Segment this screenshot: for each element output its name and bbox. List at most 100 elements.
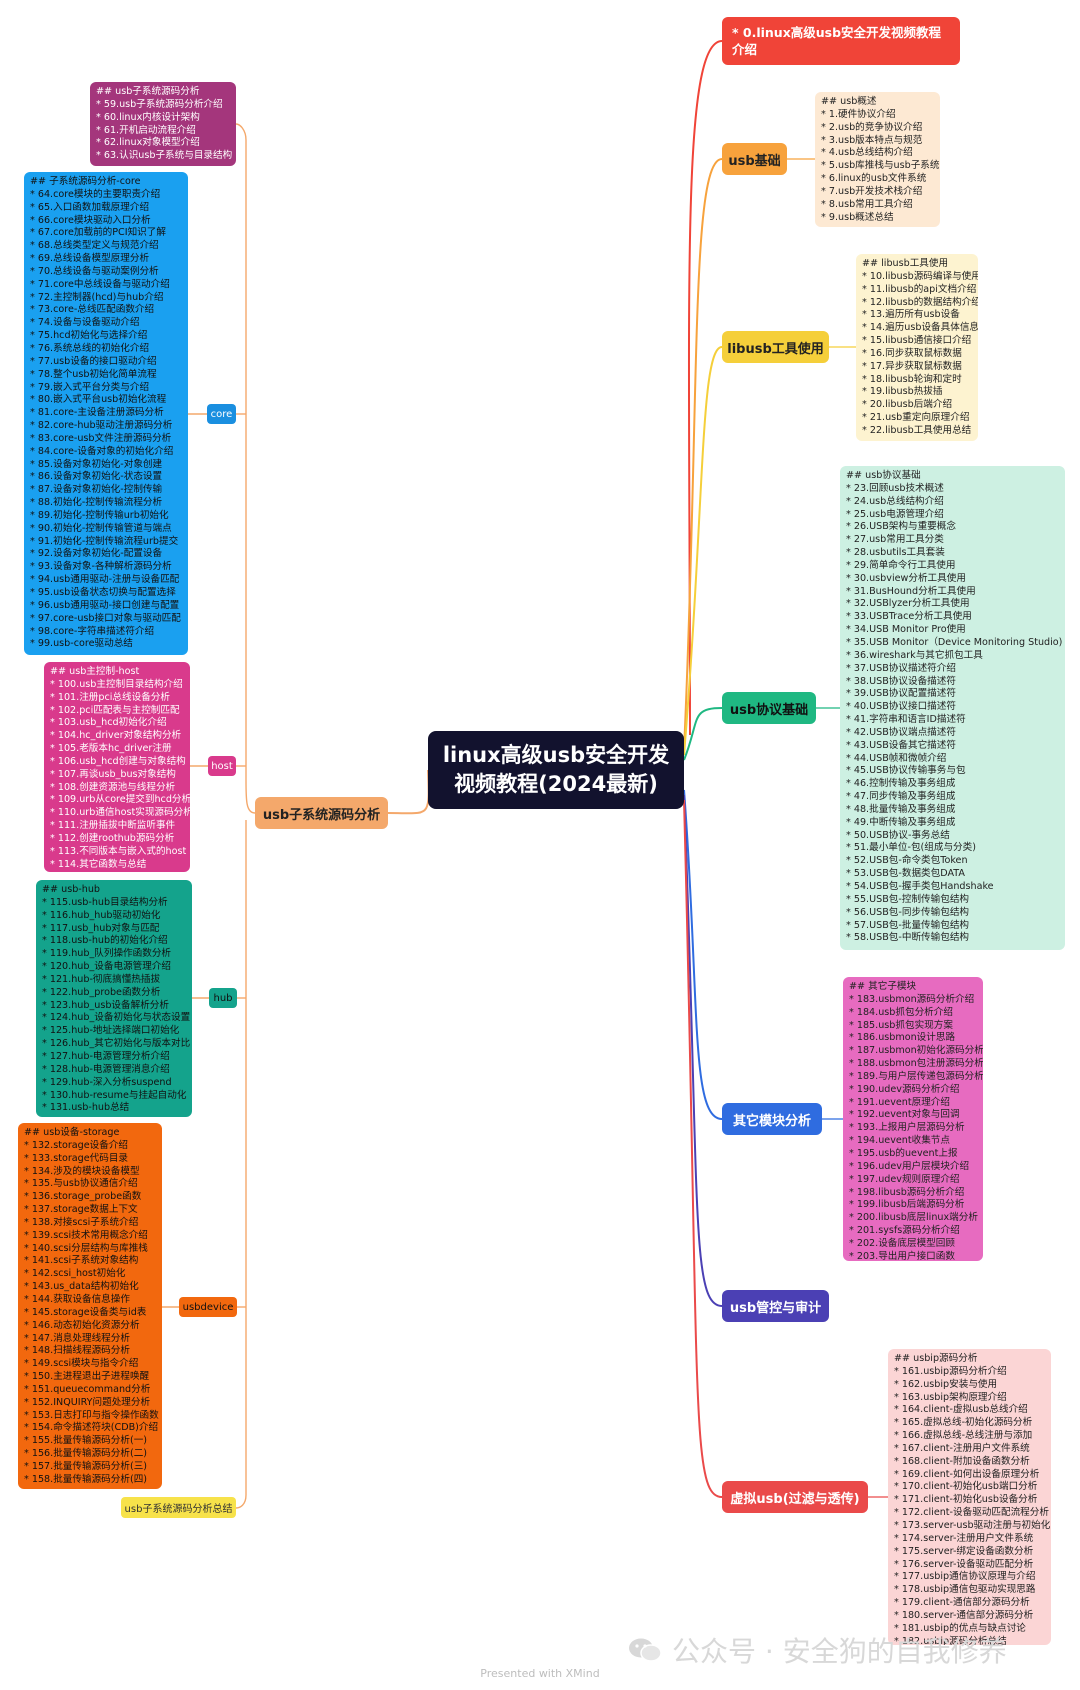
detail-item: * 51.最小单位-包(组成与分类) — [846, 842, 976, 854]
detail-item: * 195.usb的uevent上报 — [849, 1147, 958, 1159]
core-details: ## 子系统源码分析-core* 64.core模块的主要职责介绍* 65.入口… — [24, 172, 188, 655]
detail-item: * 56.USB包-同步传输包结构 — [846, 906, 970, 918]
detail-item: * 112.创建roothub源码分析 — [50, 832, 175, 844]
detail-item: * 44.USB帧和微帧介绍 — [846, 752, 947, 764]
detail-item: * 173.server-usb驱动注册与初始化 — [894, 1519, 1051, 1531]
detail-item: * 93.设备对象-各种解析源码分析 — [30, 561, 172, 573]
detail-item: * 81.core-主设备注册源码分析 — [30, 407, 164, 419]
detail-item: * 156.批量传输源码分析(二) — [24, 1448, 148, 1460]
detail-item: * 123.hub_usb设备解析分析 — [42, 999, 169, 1011]
detail-item: * 99.usb-core驱动总结 — [30, 638, 133, 650]
detail-item: * 14.遍历usb设备具体信息 — [862, 322, 978, 334]
detail-item: * 114.其它函数与总结 — [50, 858, 147, 870]
detail-item: * 166.虚拟总线-总线注册与添加 — [894, 1430, 1033, 1442]
branch-course-intro: * 0.linux高级usb安全开发视频教程介绍 — [722, 17, 960, 65]
detail-item: * 98.core-字符串描述符介绍 — [30, 625, 155, 637]
detail-item: * 143.us_data结构初始化 — [24, 1281, 139, 1293]
detail-item: * 141.scsi子系统对象结构 — [24, 1255, 139, 1267]
footer-credit: Presented with XMind — [480, 1667, 600, 1680]
detail-item: * 91.初始化-控制传输流程urb提交 — [30, 535, 179, 547]
detail-item: * 126.hub_其它初始化与版本对比 — [42, 1038, 191, 1050]
detail-item: * 120.hub_设备电源管理介绍 — [42, 961, 172, 973]
detail-item: * 170.client-初始化usb端口分析 — [894, 1481, 1038, 1493]
detail-item: * 192.uevent对象与回调 — [849, 1109, 960, 1121]
link-intro — [387, 769, 430, 815]
detail-item: * 17.异步获取鼠标数据 — [862, 360, 962, 372]
detail-item: * 82.core-hub驱动注册源码分析 — [30, 420, 173, 432]
branch-libusb: libusb工具使用 — [722, 331, 829, 363]
detail-item: * 60.linux内核设计架构 — [96, 111, 200, 123]
detail-item: * 148.扫描线程源码分析 — [24, 1345, 130, 1357]
detail-item: * 26.USB架构与重要概念 — [846, 521, 956, 533]
left-trunk — [235, 123, 256, 814]
detail-item: * 153.日志打印与指令操作函数 — [24, 1409, 159, 1421]
detail-item: * 168.client-附加设备函数分析 — [894, 1455, 1030, 1467]
detail-item: * 125.hub-地址选择端口初始化 — [42, 1025, 180, 1037]
detail-item: * 180.server-通信部分源码分析 — [894, 1609, 1034, 1621]
detail-item: * 27.usb常用工具分类 — [846, 534, 944, 546]
detail-item: * 96.usb通用驱动-接口创建与配置 — [30, 599, 180, 611]
detail-item: * 25.usb电源管理介绍 — [846, 508, 944, 520]
detail-item: * 5.usb库推栈与usb子系统 — [821, 160, 940, 172]
detail-item: * 16.同步获取鼠标数据 — [862, 347, 962, 359]
detail-item: * 194.uevent收集节点 — [849, 1135, 950, 1147]
left-trunk-low — [235, 820, 247, 1509]
detail-item: * 109.urb从core提交到hcd分析 — [50, 794, 190, 806]
detail-item: * 155.批量传输源码分析(一) — [24, 1435, 148, 1447]
usb-protocol-details: ## usb协议基础* 23.回顾usb技术概述* 24.usb总线结构介绍* … — [840, 466, 1065, 950]
central-topic: linux高级usb安全开发视频教程(2024最新) — [428, 731, 684, 809]
detail-item: * 83.core-usb文件注册源码分析 — [30, 432, 172, 444]
detail-heading: ## libusb工具使用 — [862, 258, 949, 269]
branch-usb-subsystem: usb子系统源码分析 — [255, 797, 388, 829]
detail-item: * 29.简单命令行工具使用 — [846, 559, 956, 571]
detail-item: * 59.usb子系统源码分析介绍 — [96, 98, 223, 110]
detail-item: * 1.硬件协议介绍 — [821, 108, 896, 120]
usb-subsystem-intro: ## usb子系统源码分析* 59.usb子系统源码分析介绍* 60.linux… — [90, 82, 236, 166]
detail-item: * 2.usb的竞争协议介绍 — [821, 121, 923, 133]
detail-item: * 187.usbmon初始化源码分析 — [849, 1045, 983, 1057]
detail-item: * 196.udev用户层模块介绍 — [849, 1160, 970, 1172]
detail-item: * 137.storage数据上下文 — [24, 1204, 138, 1216]
branch-other-modules: 其它模块分析 — [722, 1103, 822, 1135]
detail-item: * 136.storage_probe函数 — [24, 1191, 142, 1203]
detail-item: * 89.初始化-控制传输urb初始化 — [30, 509, 169, 521]
detail-item: * 189.与用户层传递包源码分析 — [849, 1070, 983, 1082]
wechat-icon — [628, 1637, 662, 1663]
detail-item: * 165.虚拟总线-初始化源码分析 — [894, 1417, 1033, 1429]
detail-item: * 43.USB设备其它描述符 — [846, 739, 956, 751]
detail-item: * 53.USB包-数据类包DATA — [846, 868, 965, 880]
detail-item: * 108.创建资源池与线程分析 — [50, 781, 176, 793]
detail-item: * 12.libusb的数据结构介绍 — [862, 296, 978, 308]
detail-item: * 134.涉及的模块设备模型 — [24, 1165, 140, 1177]
detail-item: * 58.USB包-中断传输包结构 — [846, 932, 970, 944]
detail-item: * 33.USBTrace分析工具使用 — [846, 611, 972, 623]
detail-item: * 121.hub-彻底搞懂热插拔 — [42, 973, 161, 985]
detail-item: * 52.USB包-命令类包Token — [846, 855, 968, 867]
detail-item: * 86.设备对象初始化-状态设置 — [30, 471, 163, 483]
detail-item: * 197.udev规则原理介绍 — [849, 1173, 960, 1185]
host-details: ## usb主控制-host* 100.usb主控制目录结构介绍* 101.注册… — [44, 662, 190, 872]
detail-item: * 41.字符串和语言ID描述符 — [846, 714, 966, 726]
detail-item: * 66.core模块驱动入口分析 — [30, 214, 151, 226]
detail-item: * 28.usbutils工具套装 — [846, 547, 945, 559]
detail-item: * 23.回顾usb技术概述 — [846, 482, 944, 494]
detail-item: * 183.usbmon源码分析介绍 — [849, 993, 975, 1005]
detail-item: * 104.hc_driver对象结构分析 — [50, 730, 182, 742]
detail-item: * 191.uevent原理介绍 — [849, 1096, 950, 1108]
detail-item: * 79.嵌入式平台分类与介绍 — [30, 381, 150, 393]
detail-item: * 162.usbip安装与使用 — [894, 1378, 998, 1390]
detail-item: * 73.core-总线匹配函数介绍 — [30, 304, 155, 316]
detail-item: * 37.USB协议描述符介绍 — [846, 662, 956, 674]
detail-item: * 142.scsi_host初始化 — [24, 1268, 126, 1280]
detail-item: * 144.获取设备信息操作 — [24, 1293, 130, 1305]
detail-heading: ## usb-hub — [42, 884, 101, 895]
detail-item: * 118.usb-hub的初始化介绍 — [42, 935, 168, 947]
detail-item: * 185.usb抓包实现方案 — [849, 1019, 953, 1031]
sub-host: host — [208, 756, 236, 776]
detail-item: * 139.scsi技术常用概念介绍 — [24, 1229, 148, 1241]
detail-item: * 15.libusb通信接口介绍 — [862, 335, 972, 347]
detail-item: * 115.usb-hub目录结构分析 — [42, 896, 168, 908]
detail-item: * 69.总线设备模型原理分析 — [30, 253, 150, 265]
detail-item: * 9.usb概述总结 — [821, 211, 894, 223]
detail-item: * 129.hub-深入分析suspend — [42, 1076, 172, 1088]
